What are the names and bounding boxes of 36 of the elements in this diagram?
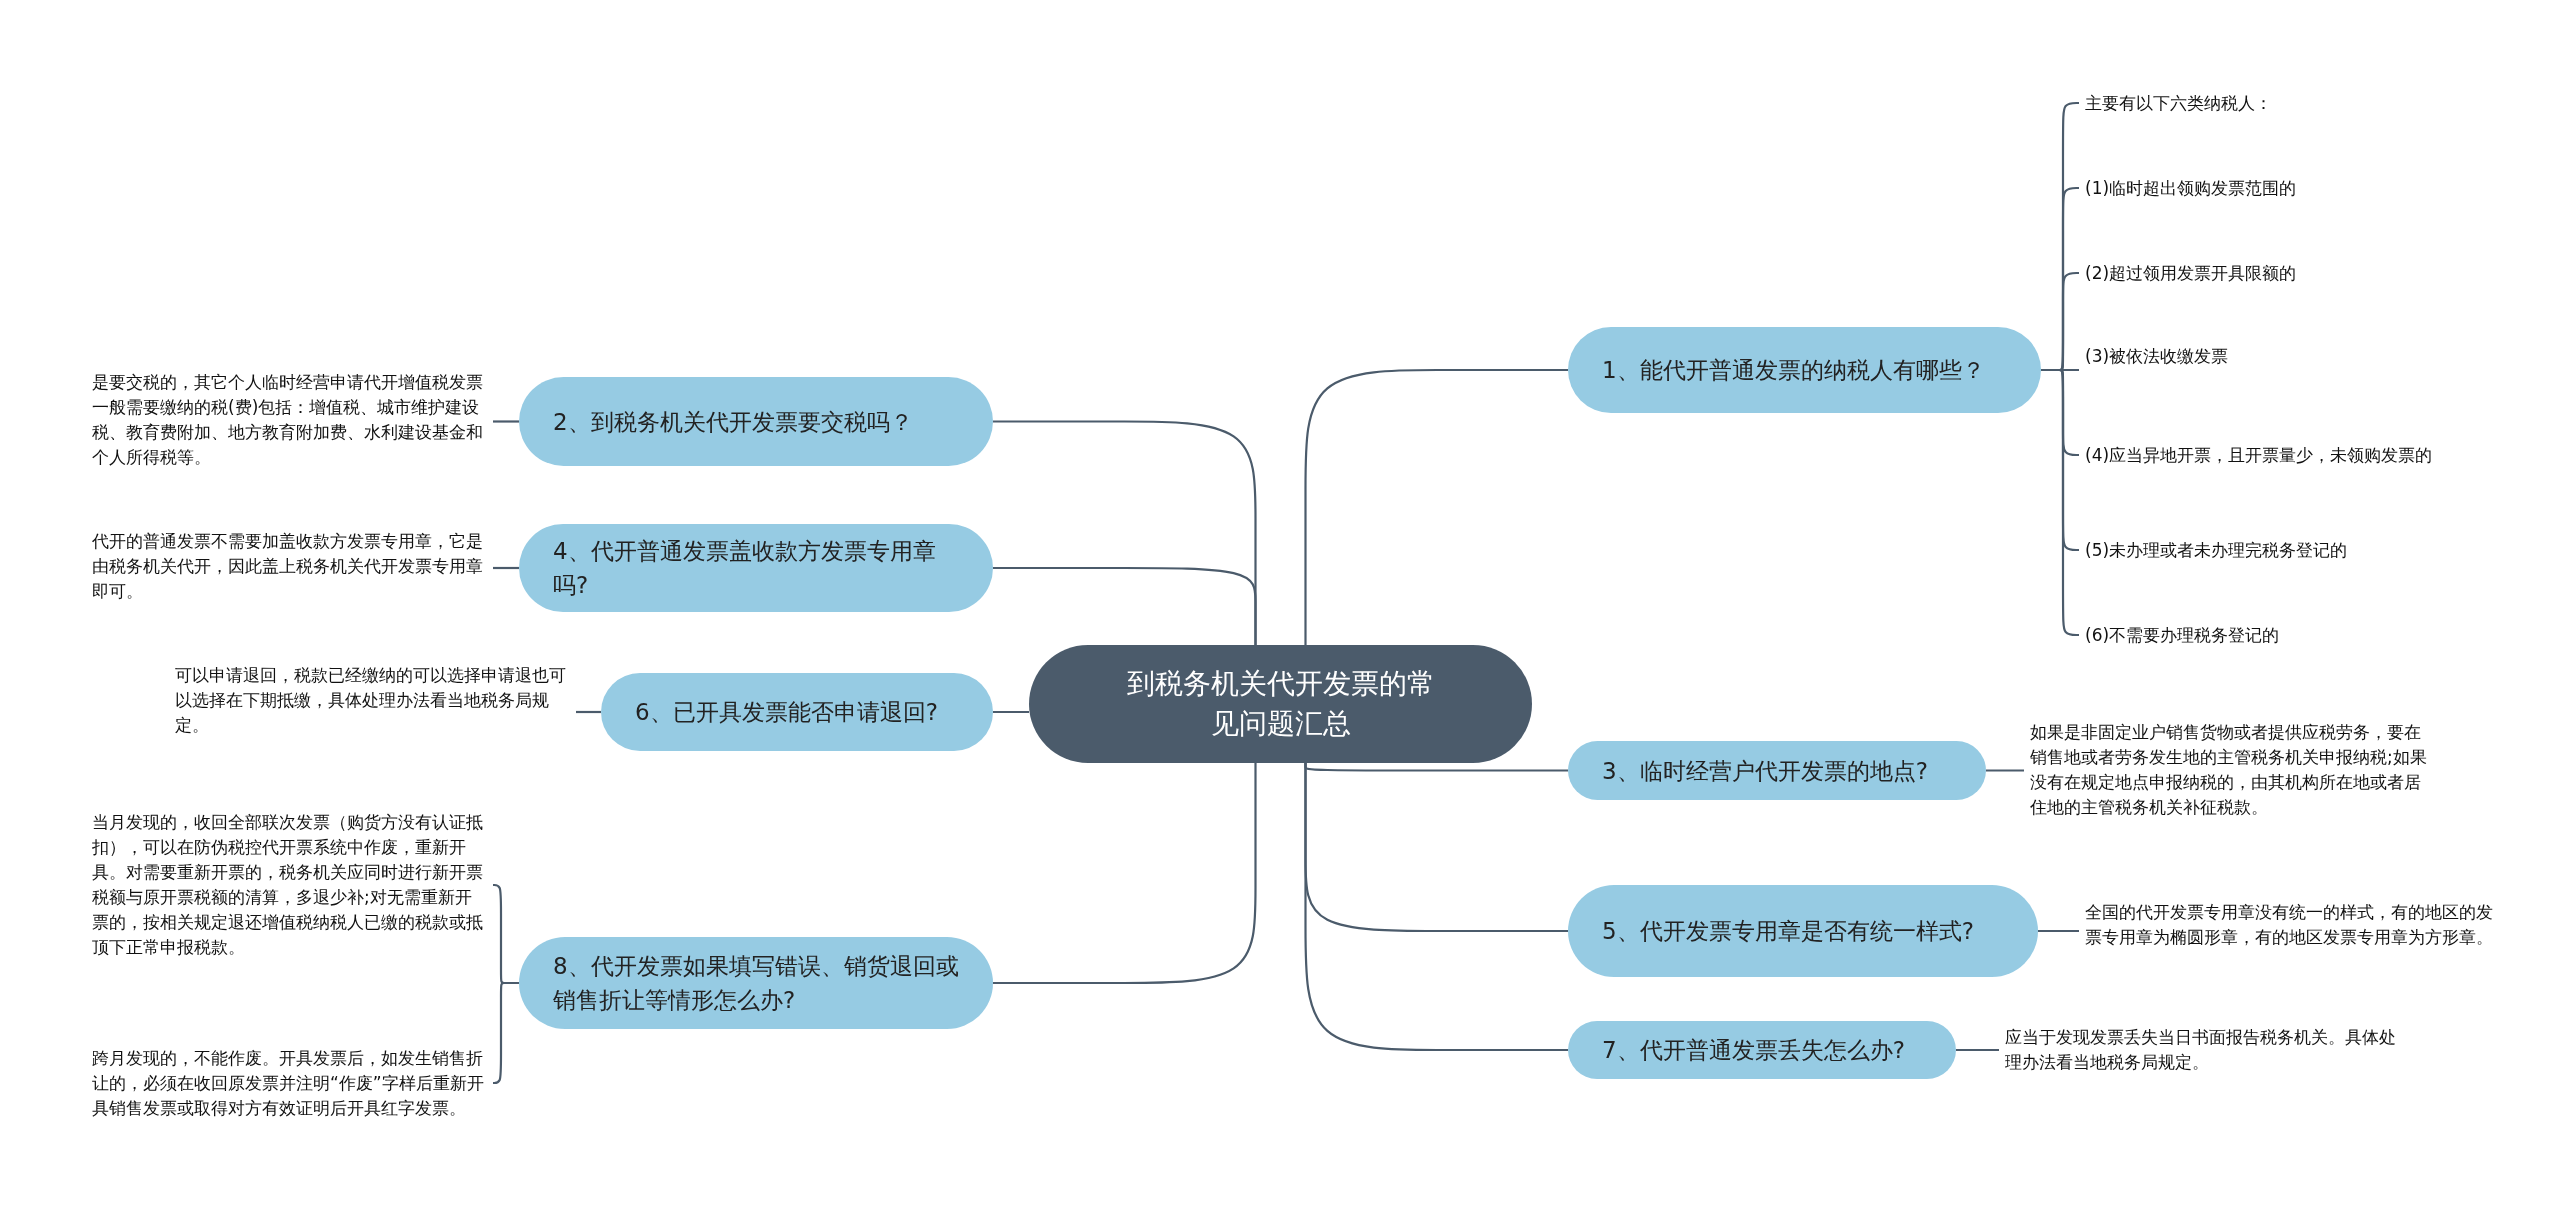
connector-line	[493, 566, 519, 570]
note-text: (5)未办理或者未办理完税务登记的	[2085, 537, 2505, 563]
connector-line	[2038, 929, 2079, 933]
connector-line	[993, 566, 1257, 645]
connector-line	[493, 420, 519, 423]
note-text: 跨月发现的，不能作废。开具发票后，如发生销售折让的，必须在收回原发票并注明“作废”字样后重新开具销售发票或取得对方有效证明后开具红字发票。	[92, 1045, 487, 1121]
note-text: 当月发现的，收回全部联次发票（购货方没有认证抵扣），可以在防伪税控代开票系统中作废，重新开具。对需要重新开票的，税务机关应同时进行新开票税额与原开票税额的清算，多退少补;对无需重新开票的，按相关规定退还增值税纳税人已缴的税款或抵顶下正常申报税款。	[92, 810, 487, 960]
connector-line	[576, 710, 601, 714]
topic-box: 7、代开普通发票丢失怎么办?	[1568, 1021, 1956, 1079]
connector-line	[1986, 769, 2024, 772]
note-text: 全国的代开发票专用章没有统一的样式，有的地区的发票专用章为椭圆形章，有的地区发票专用章为方形章。	[2085, 900, 2495, 950]
topic-box: 3、临时经营户代开发票的地点?	[1568, 741, 1986, 800]
note-text: (1)临时超出领购发票范围的	[2085, 175, 2505, 201]
note-text: 可以申请退回，税款已经缴纳的可以选择申请退也可以选择在下期抵缴，具体处理办法看当地税务局规定。	[175, 662, 570, 738]
topic-box: 4、代开普通发票盖收款方发票专用章吗?	[519, 524, 993, 612]
note-text: 主要有以下六类纳税人：	[2085, 90, 2505, 116]
connector-line	[1304, 763, 1568, 1052]
topic-box: 6、已开具发票能否申请退回?	[601, 673, 993, 751]
note-text: (2)超过领用发票开具限额的	[2085, 260, 2505, 286]
note-text: (4)应当异地开票，且开票量少，未领购发票的	[2085, 442, 2505, 468]
connector-line	[1304, 368, 1568, 645]
note-text: 代开的普通发票不需要加盖收款方发票专用章，它是由税务机关代开，因此盖上税务机关代开发票专用章即可。	[92, 528, 487, 604]
connector-line	[993, 710, 1029, 714]
connector-line	[1956, 1048, 1999, 1052]
topic-box: 2、到税务机关代开发票要交税吗？	[519, 377, 993, 466]
note-text: (6)不需要办理税务登记的	[2085, 622, 2505, 648]
note-text: (3)被依法收缴发票	[2085, 343, 2505, 369]
note-text: 如果是非固定业户销售货物或者提供应税劳务，要在销售地或者劳务发生地的主管税务机关申报纳税;如果没有在规定地点申报纳税的，由其机构所在地或者居住地的主管税务机关补征税款。	[2030, 720, 2430, 820]
note-text: 是要交税的，其它个人临时经营申请代开增值税发票一般需要缴纳的税(费)包括：增值税、城市维护建设税、教育费附加、地方教育附加费、水利建设基金和个人所得税等。	[92, 370, 487, 470]
topic-box: 1、能代开普通发票的纳税人有哪些？	[1568, 327, 2041, 413]
topic-box: 8、代开发票如果填写错误、销货退回或销售折让等情形怎么办?	[519, 937, 993, 1029]
topic-box: 5、代开发票专用章是否有统一样式?	[1568, 885, 2038, 977]
central-topic-box: 到税务机关代开发票的常见问题汇总	[1029, 645, 1532, 763]
connector-line	[492, 981, 519, 1085]
note-text: 应当于发现发票丢失当日书面报告税务机关。具体处理办法看当地税务局规定。	[2005, 1025, 2405, 1075]
connector-line	[993, 763, 1257, 985]
